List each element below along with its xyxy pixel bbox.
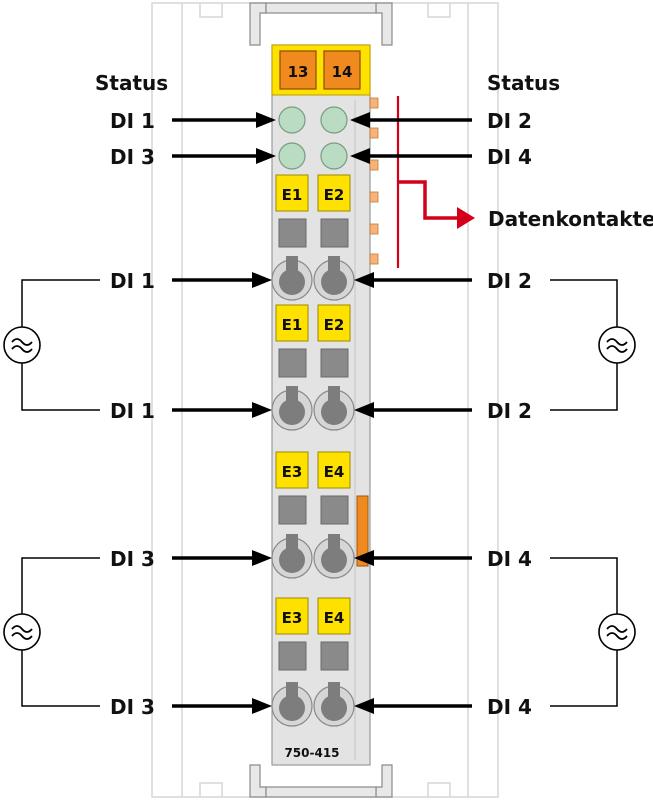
clamp-opening	[271, 256, 313, 301]
clamp-opening	[313, 534, 355, 579]
channel-tag-box	[275, 597, 309, 635]
channel-tag-label: E3	[282, 609, 303, 627]
arrow-right-head	[354, 402, 374, 418]
signal-row: DI 3 DI 4	[110, 695, 532, 719]
signal-rows: DI 1 DI 2 DI 3 DI 4 DI 1 DI 2 DI 1 DI 2 DI 3 DI 4…	[110, 109, 532, 719]
push-button-square	[278, 495, 307, 525]
signal-row: DI 1 DI 2	[110, 109, 532, 133]
signal-row: DI 3 DI 4	[110, 145, 532, 169]
clamp-opening	[313, 386, 355, 431]
led-di2	[320, 106, 348, 134]
push-button-square	[278, 641, 307, 671]
row-label-right: DI 2	[487, 399, 532, 423]
channel-tag-label: E4	[324, 609, 345, 627]
row-label-right: DI 4	[487, 547, 532, 571]
channel-tag-box	[317, 451, 351, 489]
channel-tag-label: E3	[282, 463, 303, 481]
signal-row: DI 1 DI 2	[110, 269, 532, 293]
ac-source-circuit	[550, 279, 636, 411]
status-right-heading: Status	[487, 71, 560, 95]
arrow-left-head	[252, 272, 272, 288]
ac-source-circuit	[3, 279, 100, 411]
push-button-square	[278, 218, 307, 248]
channel-tag-box	[317, 174, 351, 212]
status-left-heading: Status	[95, 71, 168, 95]
arrow-left-head	[252, 698, 272, 714]
row-label-right: DI 2	[487, 269, 532, 293]
channel-group: E3 E4	[275, 451, 351, 525]
push-button-square	[320, 218, 349, 248]
channel-tag-label: E2	[324, 316, 345, 334]
push-button-square	[320, 495, 349, 525]
address-label-13: 13	[288, 63, 309, 81]
data-contact-tabs	[369, 97, 379, 265]
row-label-left: DI 1	[110, 399, 155, 423]
model-number: 750-415	[284, 746, 339, 760]
ac-source-circuit	[3, 557, 100, 707]
row-label-right: DI 4	[487, 145, 532, 169]
row-label-right: DI 2	[487, 109, 532, 133]
clamp-opening	[271, 682, 313, 727]
clamp-opening	[313, 256, 355, 301]
channel-tag-label: E2	[324, 186, 345, 204]
address-header: 13 14	[271, 44, 371, 96]
channel-tag-box	[275, 451, 309, 489]
row-label-left: DI 3	[110, 547, 155, 571]
row-label-left: DI 1	[110, 269, 155, 293]
channel-group: E1 E2	[275, 174, 351, 248]
row-label-right: DI 4	[487, 695, 532, 719]
arrow-right-head	[354, 272, 374, 288]
arrow-right-head	[350, 148, 370, 164]
arrow-left-head	[252, 550, 272, 566]
ac-source-circuit	[550, 557, 636, 707]
arrow-right-head	[354, 550, 374, 566]
arrow-right-head	[350, 112, 370, 128]
data-contacts-indicator	[396, 96, 475, 268]
ac-source-circuits	[3, 279, 636, 707]
arrow-right-head	[354, 698, 374, 714]
channel-tag-label: E4	[324, 463, 345, 481]
address-label-14: 14	[332, 63, 353, 81]
power-jumper-contact	[356, 495, 369, 567]
channel-tag-label: E1	[282, 186, 303, 204]
arrow-left-head	[256, 112, 276, 128]
arrow-left-head	[256, 148, 276, 164]
ac-source-icon	[3, 613, 41, 651]
push-button-square	[320, 641, 349, 671]
led-di4	[320, 142, 348, 170]
row-label-left: DI 1	[110, 109, 155, 133]
status-leds	[278, 106, 348, 170]
channel-tag-label: E1	[282, 316, 303, 334]
ac-source-icon	[598, 326, 636, 364]
signal-row: DI 1 DI 2	[110, 399, 532, 423]
led-di3	[278, 142, 306, 170]
led-di1	[278, 106, 306, 134]
channel-tag-box	[275, 304, 309, 342]
signal-row: DI 3 DI 4	[110, 547, 532, 571]
ac-source-icon	[598, 613, 636, 651]
channel-tag-box	[275, 174, 309, 212]
channel-tag-box	[317, 597, 351, 635]
channel-group: E1 E2	[275, 304, 351, 378]
row-label-left: DI 3	[110, 145, 155, 169]
row-label-left: DI 3	[110, 695, 155, 719]
data-contacts-label: Datenkontakte	[488, 207, 653, 231]
push-button-square	[278, 348, 307, 378]
ac-source-icon	[3, 326, 41, 364]
channel-group: E3 E4	[275, 597, 351, 671]
arrow-left-head	[252, 402, 272, 418]
clamp-opening	[313, 682, 355, 727]
channel-tag-box	[317, 304, 351, 342]
clamp-opening	[271, 534, 313, 579]
push-button-square	[320, 348, 349, 378]
